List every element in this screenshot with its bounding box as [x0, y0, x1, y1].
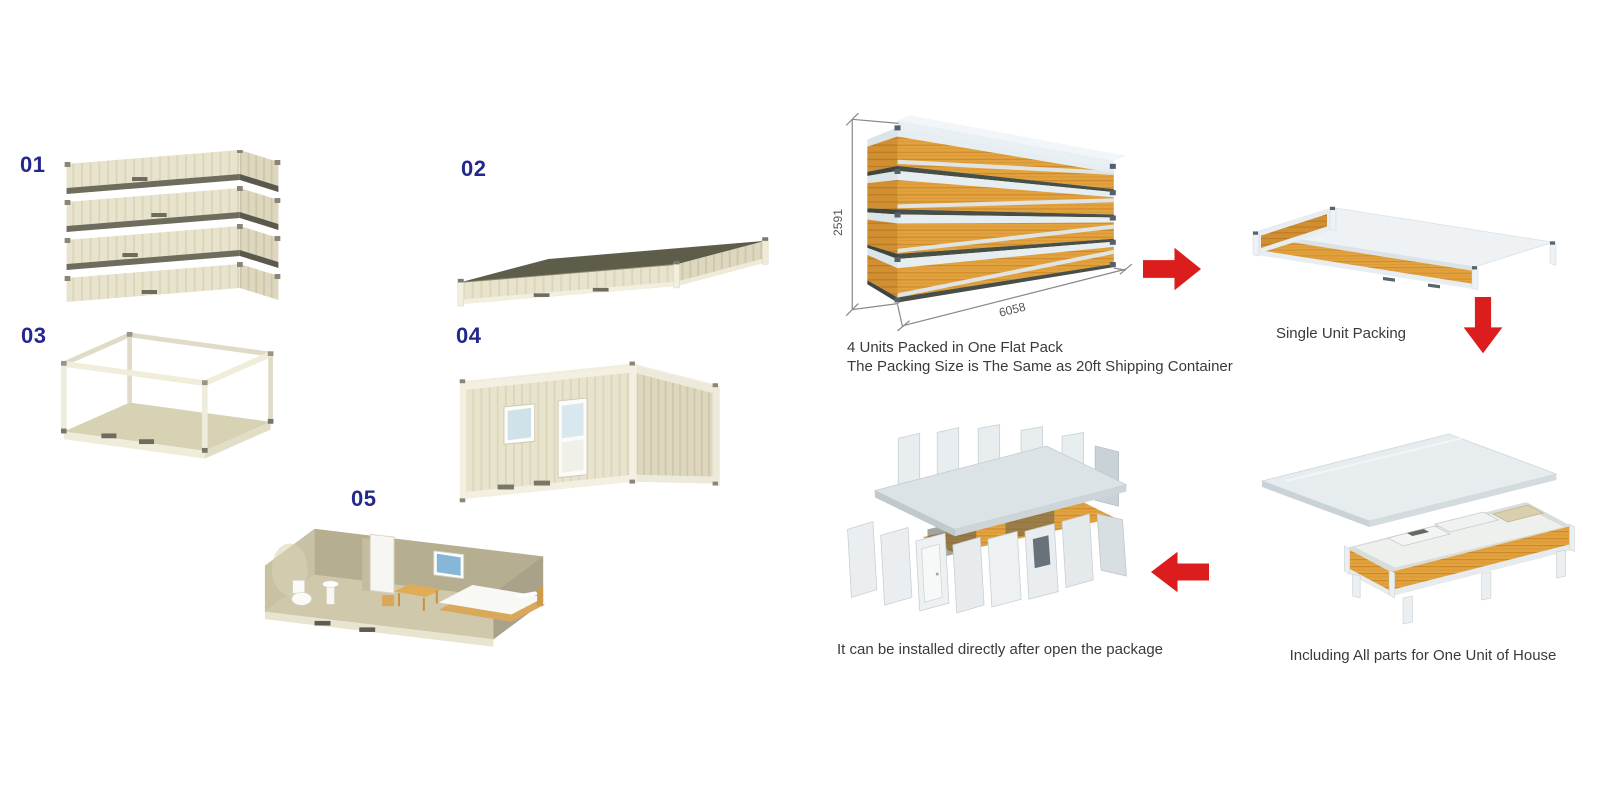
- pack-leg: [1556, 549, 1566, 579]
- toilet: [292, 580, 305, 594]
- flat-pack-top: [459, 240, 766, 283]
- packed-door-panel: [1387, 525, 1451, 547]
- figure-stack-of-flat-packs: [55, 150, 315, 315]
- figure-single-flat-pack: [445, 230, 780, 325]
- caption-install-directly: It can be installed directly after open …: [836, 641, 1164, 658]
- figure-exploded-panels: [830, 413, 1142, 641]
- step-number-01: 01: [20, 152, 46, 177]
- step-number-02: 02: [461, 156, 487, 181]
- figure-container-house: [448, 336, 746, 518]
- step-number-03: 03: [21, 323, 47, 348]
- flat-pack-layer: [64, 150, 281, 194]
- figure-four-units-packed: 2591 6058: [812, 95, 1144, 343]
- arrow-down-icon: [1462, 297, 1504, 354]
- arrow-right-icon: [1143, 246, 1201, 292]
- chair: [382, 595, 395, 607]
- caption-line-1: 4 Units Packed in One Flat Pack: [847, 339, 1063, 356]
- caption-four-units-packed: 4 Units Packed in One Flat Pack The Pack…: [847, 338, 1327, 376]
- pack-leg: [1481, 571, 1492, 601]
- dim-height-label: 2591: [831, 209, 845, 236]
- figure-single-unit-packing: [1233, 163, 1573, 295]
- packed-boards: [1491, 504, 1545, 523]
- caption-including-all-parts: Including All parts for One Unit of Hous…: [1289, 647, 1557, 664]
- figure-opened-flat-pack: [1248, 426, 1575, 636]
- bed-mattress: [438, 584, 546, 615]
- interior-door: [369, 533, 395, 594]
- pack-lid: [1260, 433, 1558, 522]
- step-number-05: 05: [351, 486, 377, 511]
- flat-pack-layer: [64, 224, 281, 270]
- caption-line-2: The Packing Size is The Same as 20ft Shi…: [847, 358, 1233, 375]
- figure-container-frame: [45, 330, 280, 475]
- dimension-height: [845, 112, 899, 317]
- step-number-04: 04: [456, 323, 482, 348]
- dimension-length: [896, 263, 1133, 332]
- frame-base: [63, 402, 271, 451]
- table: [394, 584, 442, 597]
- dim-length-label: 6058: [998, 300, 1028, 320]
- pack-leg: [1352, 573, 1361, 599]
- flat-pack-layer: [64, 186, 281, 232]
- arrow-left-icon: [1151, 550, 1209, 594]
- pack-leg: [1402, 595, 1413, 625]
- figure-interior-cutaway: [245, 503, 563, 655]
- flat-pack-layer: [64, 262, 281, 302]
- caption-single-unit-packing: Single Unit Packing: [1275, 325, 1407, 342]
- packed-wall-panel: [1433, 511, 1500, 533]
